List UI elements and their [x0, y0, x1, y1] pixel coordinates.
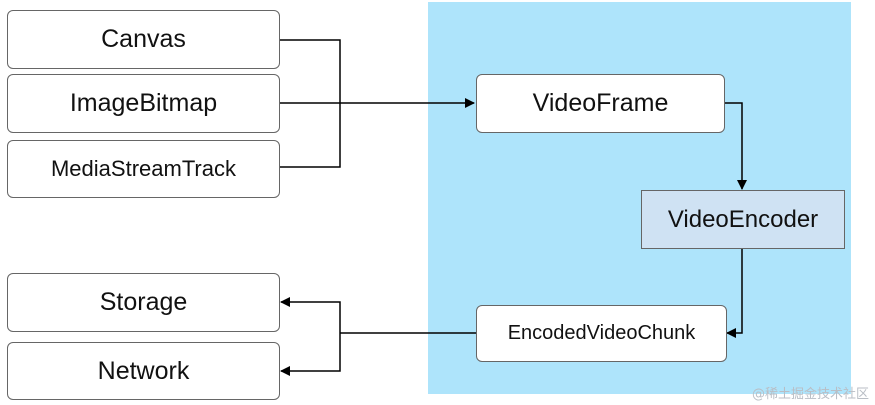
watermark-text: @稀土掘金技术社区	[751, 387, 869, 402]
videoframe-node: VideoFrame	[476, 74, 725, 133]
videoencoder-node: VideoEncoder	[641, 190, 845, 249]
edge-mediastreamtrack-to-bus	[280, 103, 341, 168]
edge-canvas-to-bus	[280, 39, 341, 103]
encodedvideochunk-node: EncodedVideoChunk	[476, 305, 727, 362]
source-mediastreamtrack-node: MediaStreamTrack	[7, 140, 280, 198]
edge-videoencoder-to-encodedvideochunk	[726, 249, 743, 338]
sink-storage-node: Storage	[7, 273, 280, 332]
edge-bus-to-network	[280, 333, 341, 376]
edge-videoframe-to-videoencoder	[725, 102, 747, 190]
source-imagebitmap-node: ImageBitmap	[7, 74, 280, 133]
edge-bus-to-storage	[280, 297, 341, 333]
sink-network-node: Network	[7, 342, 280, 400]
source-canvas-node: Canvas	[7, 10, 280, 69]
